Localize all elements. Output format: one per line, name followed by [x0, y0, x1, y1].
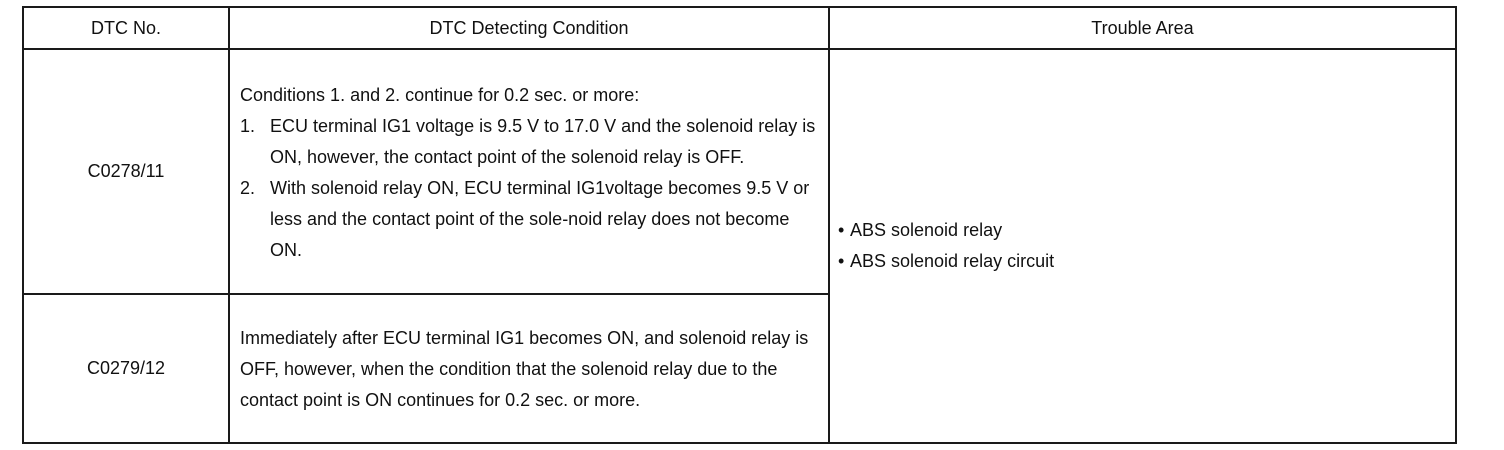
condition-item-text: With solenoid relay ON, ECU terminal IG1… [270, 177, 810, 260]
header-trouble-area: Trouble Area [828, 6, 1457, 50]
condition-intro: Conditions 1. and 2. continue for 0.2 se… [240, 84, 640, 105]
header-dtc-no: DTC No. [22, 6, 230, 50]
condition-item: 2. With solenoid relay ON, ECU terminal … [240, 173, 818, 266]
detecting-condition: Immediately after ECU terminal IG1 becom… [228, 293, 830, 444]
table-row: C0278/11 Conditions 1. and 2. continue f… [22, 48, 1457, 444]
header-detecting-condition: DTC Detecting Condition [228, 6, 830, 50]
condition-text: Immediately after ECU terminal IG1 becom… [240, 328, 809, 410]
trouble-area-item: • ABS solenoid relay circuit [838, 246, 1447, 277]
detecting-condition: Conditions 1. and 2. continue for 0.2 se… [228, 48, 830, 295]
dtc-code: C0279/12 [22, 293, 230, 444]
header-row: DTC No. DTC Detecting Condition Trouble … [22, 6, 1457, 50]
condition-item: 1. ECU terminal IG1 voltage is 9.5 V to … [240, 111, 818, 173]
trouble-area-text: ABS solenoid relay [850, 220, 1003, 240]
bullet-icon: • [838, 220, 845, 240]
condition-item-number: 2. [240, 177, 256, 198]
condition-item-number: 1. [240, 115, 256, 136]
trouble-area: • ABS solenoid relay • ABS solenoid rela… [828, 48, 1457, 444]
trouble-area-text: ABS solenoid relay circuit [850, 251, 1055, 271]
trouble-area-item: • ABS solenoid relay [838, 215, 1447, 246]
bullet-icon: • [838, 251, 845, 271]
dtc-code: C0278/11 [22, 48, 230, 295]
table-row: C0279/12 Immediately after ECU terminal … [22, 293, 1456, 444]
condition-item-text: ECU terminal IG1 voltage is 9.5 V to 17.… [270, 115, 816, 167]
dtc-table: DTC No. DTC Detecting Condition Trouble … [22, 6, 1457, 444]
